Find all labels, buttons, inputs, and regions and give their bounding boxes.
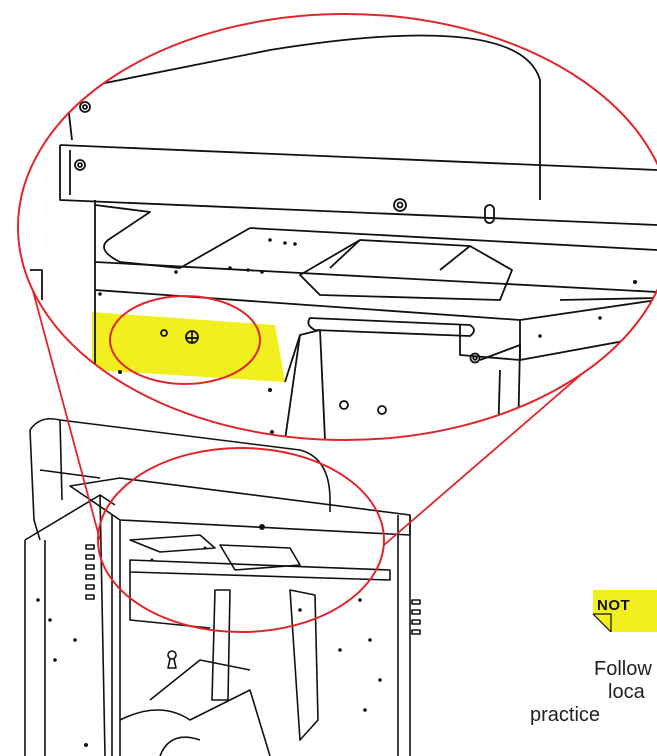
- note-label: NOT: [597, 597, 631, 614]
- callout-line-left: [25, 264, 101, 541]
- zoom-detail: [30, 34, 657, 440]
- note-line: Follow: [594, 658, 652, 680]
- zoom-ellipse: [17, 13, 657, 441]
- note-text: Follow loca practice: [530, 658, 657, 727]
- callout-line-right: [383, 359, 599, 546]
- note-line: loca: [608, 681, 645, 703]
- highlighted-panel: [92, 312, 285, 382]
- ground-callout-ellipse: [109, 295, 261, 385]
- zoom-source-ellipse: [97, 447, 385, 633]
- note-line: practice: [530, 704, 601, 726]
- machine-full-view: [24, 417, 421, 756]
- note-badge-icon: [592, 590, 657, 633]
